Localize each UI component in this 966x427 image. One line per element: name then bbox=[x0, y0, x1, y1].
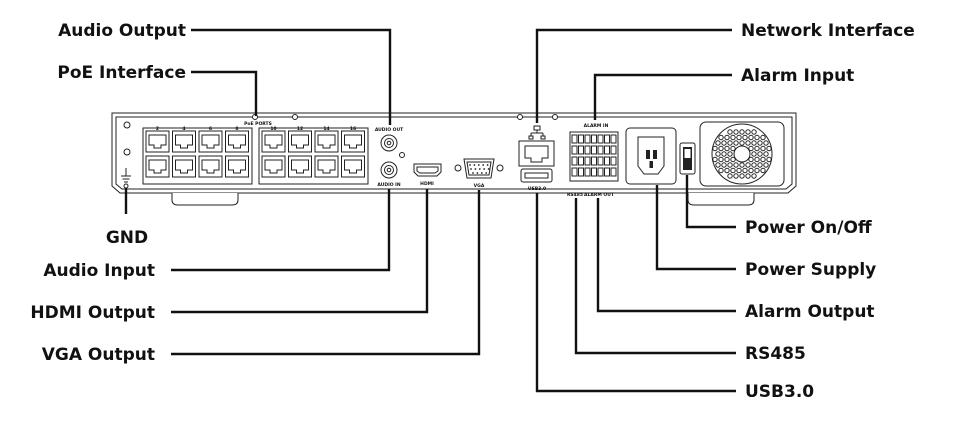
callout-labels: Audio Output PoE Interface GND Audio Inp… bbox=[30, 21, 914, 402]
network-icon bbox=[528, 125, 546, 140]
leader-power-switch bbox=[685, 175, 736, 229]
port-number: 16 bbox=[350, 126, 356, 132]
leader-usb bbox=[535, 193, 736, 393]
rj45-port bbox=[145, 155, 170, 178]
rj45-port bbox=[225, 155, 249, 178]
fan-grille bbox=[699, 121, 785, 187]
leader-alarm-output bbox=[596, 198, 736, 313]
leader-alarm-input bbox=[593, 73, 732, 120]
port-number: 10 bbox=[270, 126, 276, 132]
rj45-grid-right bbox=[261, 130, 365, 178]
label-power-supply: Power Supply bbox=[745, 260, 876, 280]
rj45-port bbox=[288, 155, 312, 178]
leader-lines bbox=[124, 28, 736, 393]
power-switch bbox=[679, 142, 696, 175]
label-alarm-output: Alarm Output bbox=[745, 302, 875, 322]
leader-vga bbox=[171, 190, 481, 356]
port-number: 4 bbox=[182, 126, 185, 132]
rj45-port bbox=[261, 155, 286, 178]
rj45-port bbox=[225, 130, 249, 153]
label-alarm-input: Alarm Input bbox=[741, 66, 854, 86]
ground-icon bbox=[121, 168, 131, 189]
label-audio-input: Audio Input bbox=[43, 261, 155, 281]
audio-out-label: AUDIO OUT bbox=[375, 127, 404, 133]
hdmi-port bbox=[413, 163, 442, 177]
hdmi-label: HDMI bbox=[420, 181, 434, 187]
rj45-port bbox=[341, 130, 365, 153]
rj45-grid-left bbox=[145, 130, 249, 178]
rj45-port bbox=[314, 155, 339, 178]
network-port bbox=[518, 140, 555, 167]
rj45-port bbox=[145, 130, 170, 153]
usb-label: USB3.0 bbox=[528, 186, 546, 192]
audio-in-label: AUDIO IN bbox=[377, 182, 400, 188]
audio-in-jack bbox=[380, 161, 398, 179]
usb-port bbox=[520, 168, 553, 183]
alarm-in-label: ALARM IN bbox=[584, 123, 609, 129]
rj45-port bbox=[261, 130, 286, 153]
label-gnd: GND bbox=[106, 228, 148, 248]
audio-out-jack bbox=[380, 134, 405, 158]
power-inlet bbox=[625, 127, 677, 185]
rj45-port bbox=[341, 155, 365, 178]
leader-audio-output bbox=[191, 28, 392, 125]
label-vga-output: VGA Output bbox=[42, 345, 155, 365]
rj45-port bbox=[314, 130, 339, 153]
leader-audio-input bbox=[171, 189, 391, 272]
leader-network bbox=[535, 28, 732, 123]
alarm-terminal-block bbox=[569, 131, 619, 182]
label-poe-interface: PoE Interface bbox=[57, 63, 186, 83]
rj45-port bbox=[198, 155, 223, 178]
port-number: 14 bbox=[323, 126, 329, 132]
poe-ports-label: PoE PORTS bbox=[244, 121, 272, 127]
label-audio-output: Audio Output bbox=[58, 21, 186, 41]
rj45-port bbox=[198, 130, 223, 153]
poe-port-block-left bbox=[142, 127, 253, 185]
label-hdmi-output: HDMI Output bbox=[30, 303, 155, 323]
rs485-label: RS485 bbox=[567, 192, 583, 198]
port-number: 12 bbox=[297, 126, 303, 132]
leader-rs485 bbox=[574, 198, 736, 355]
rj45-port bbox=[172, 130, 196, 153]
leader-power-supply bbox=[655, 185, 736, 271]
port-number: 8 bbox=[235, 126, 238, 132]
rj45-port bbox=[288, 130, 312, 153]
label-usb: USB3.0 bbox=[745, 382, 814, 402]
rj45-port bbox=[172, 155, 196, 178]
label-rs485: RS485 bbox=[745, 344, 806, 364]
port-number: 2 bbox=[156, 126, 159, 132]
vga-port bbox=[454, 158, 504, 179]
label-power-on-off: Power On/Off bbox=[745, 218, 872, 238]
alarm-out-label: ALARM OUT bbox=[584, 192, 615, 198]
poe-port-block-right bbox=[258, 127, 369, 185]
port-number-labels: 2 4 6 8 10 12 14 16 bbox=[156, 126, 356, 132]
leader-poe bbox=[191, 70, 258, 116]
label-network-interface: Network Interface bbox=[741, 21, 915, 41]
vga-label: VGA bbox=[474, 183, 485, 189]
leader-hdmi bbox=[171, 189, 429, 314]
port-number: 6 bbox=[209, 126, 212, 132]
